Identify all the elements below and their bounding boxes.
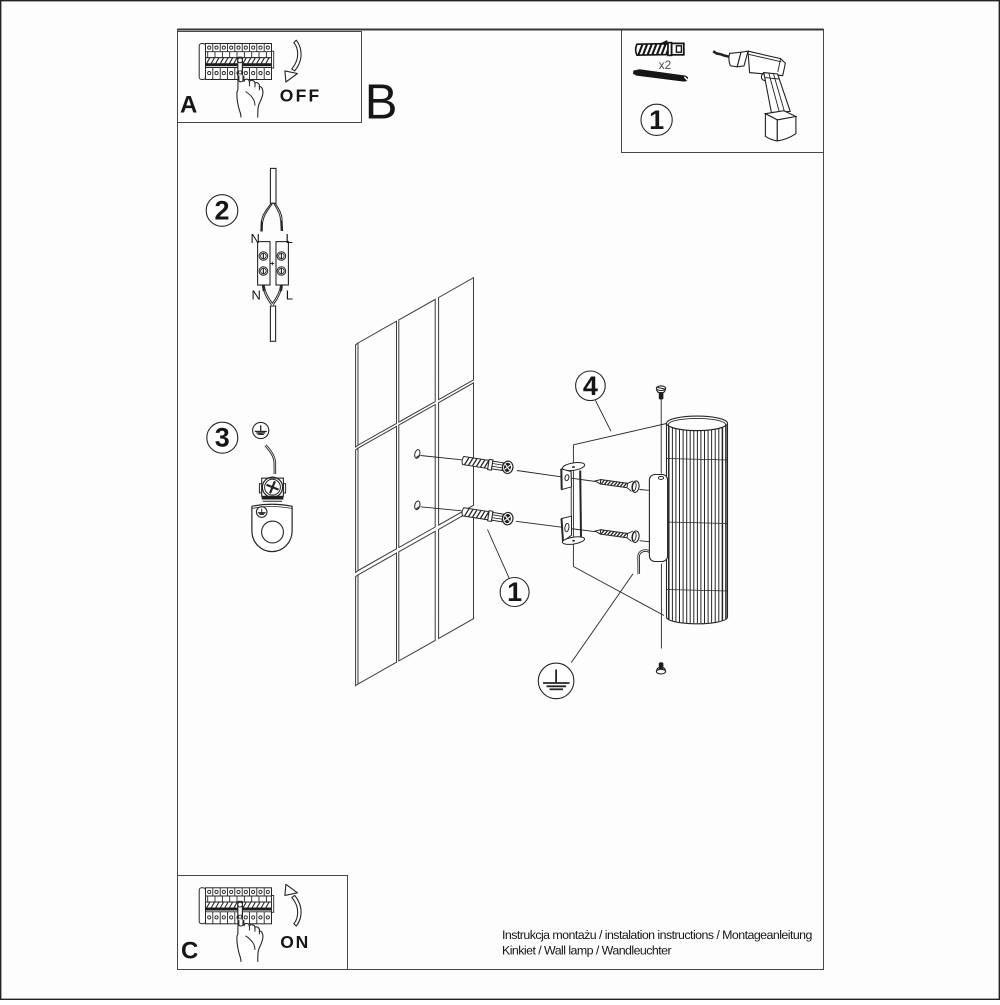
svg-text:1: 1 bbox=[507, 577, 522, 607]
svg-text:1: 1 bbox=[649, 105, 664, 135]
svg-text:OFF: OFF bbox=[280, 86, 322, 106]
svg-text:ON: ON bbox=[280, 932, 310, 952]
svg-text:N: N bbox=[251, 231, 260, 246]
svg-text:x2: x2 bbox=[659, 58, 671, 72]
svg-text:C: C bbox=[181, 938, 198, 965]
svg-text:Instrukcja montażu / instalati: Instrukcja montażu / instalation instruc… bbox=[502, 928, 813, 942]
svg-text:4: 4 bbox=[583, 371, 598, 401]
svg-text:B: B bbox=[365, 76, 398, 130]
svg-text:L: L bbox=[286, 231, 293, 246]
svg-text:N: N bbox=[252, 288, 261, 303]
svg-text:A: A bbox=[180, 92, 197, 119]
svg-text:2: 2 bbox=[214, 196, 229, 226]
svg-text:3: 3 bbox=[215, 423, 230, 453]
svg-text:Kinkiet / Wall lamp / Wandleuc: Kinkiet / Wall lamp / Wandleuchter bbox=[502, 944, 671, 958]
svg-text:L: L bbox=[286, 288, 293, 303]
